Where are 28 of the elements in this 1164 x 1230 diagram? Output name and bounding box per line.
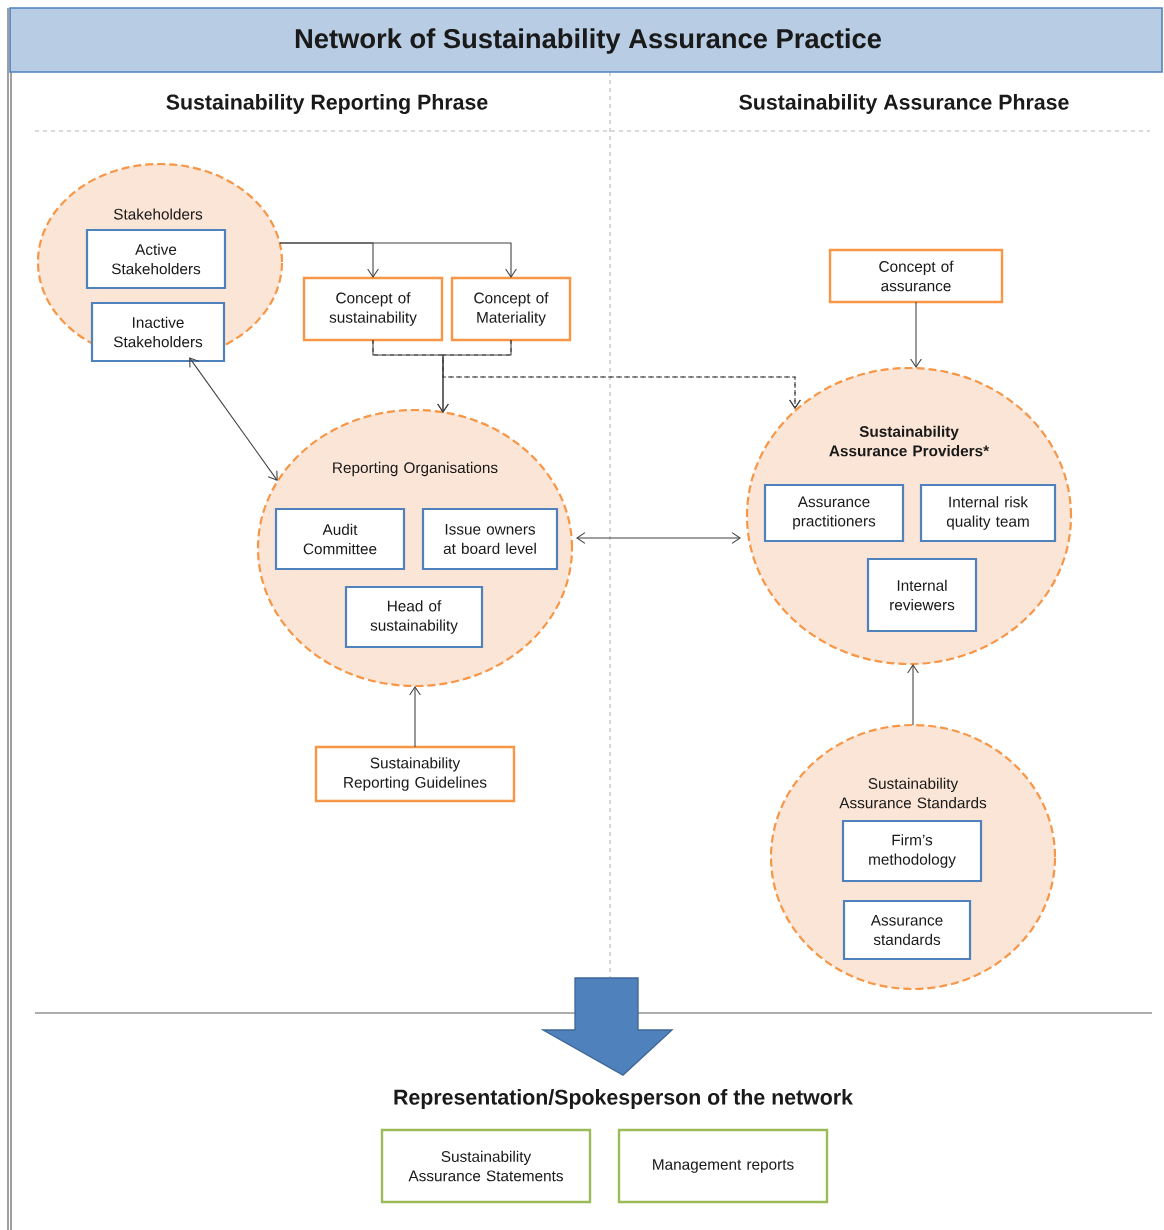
arrow <box>279 242 517 278</box>
block-arrow <box>540 977 674 1076</box>
network-heading: Representation/Spokesperson of the network <box>394 1089 853 1109</box>
member-box: Internal reviewers <box>866 557 978 633</box>
member-box: Assurance standards <box>842 899 972 961</box>
member-box: Inactive Stakeholders <box>90 301 226 363</box>
member-box: Head of sustainability <box>344 585 484 649</box>
concept-box: Concept of assurance <box>828 248 1004 304</box>
concept-box: Concept of sustainability <box>302 276 444 342</box>
title-banner: Network of Sustainability Assurance Practice <box>9 7 1163 73</box>
member-box: Audit Committee <box>274 507 406 571</box>
output-box: Management reports <box>617 1128 829 1204</box>
arrow <box>437 339 512 413</box>
arrow <box>409 686 421 748</box>
phase-heading: Sustainability Reporting Phrase <box>166 94 488 114</box>
arrow <box>910 301 922 368</box>
arrow <box>576 532 741 544</box>
member-box: Firm’s methodology <box>841 819 983 883</box>
member-box: Active Stakeholders <box>85 228 227 290</box>
member-box: Issue owners at board level <box>421 507 559 571</box>
phase-heading: Sustainability Assurance Phrase <box>739 94 1069 114</box>
arrow <box>189 357 278 482</box>
member-box: Internal risk quality team <box>919 483 1057 543</box>
concept-box: Sustainability Reporting Guidelines <box>314 745 516 803</box>
arrow <box>907 664 919 726</box>
output-box: Sustainability Assurance Statements <box>380 1128 592 1204</box>
concept-box: Concept of Materiality <box>450 276 572 342</box>
member-box: Assurance practitioners <box>763 483 905 543</box>
